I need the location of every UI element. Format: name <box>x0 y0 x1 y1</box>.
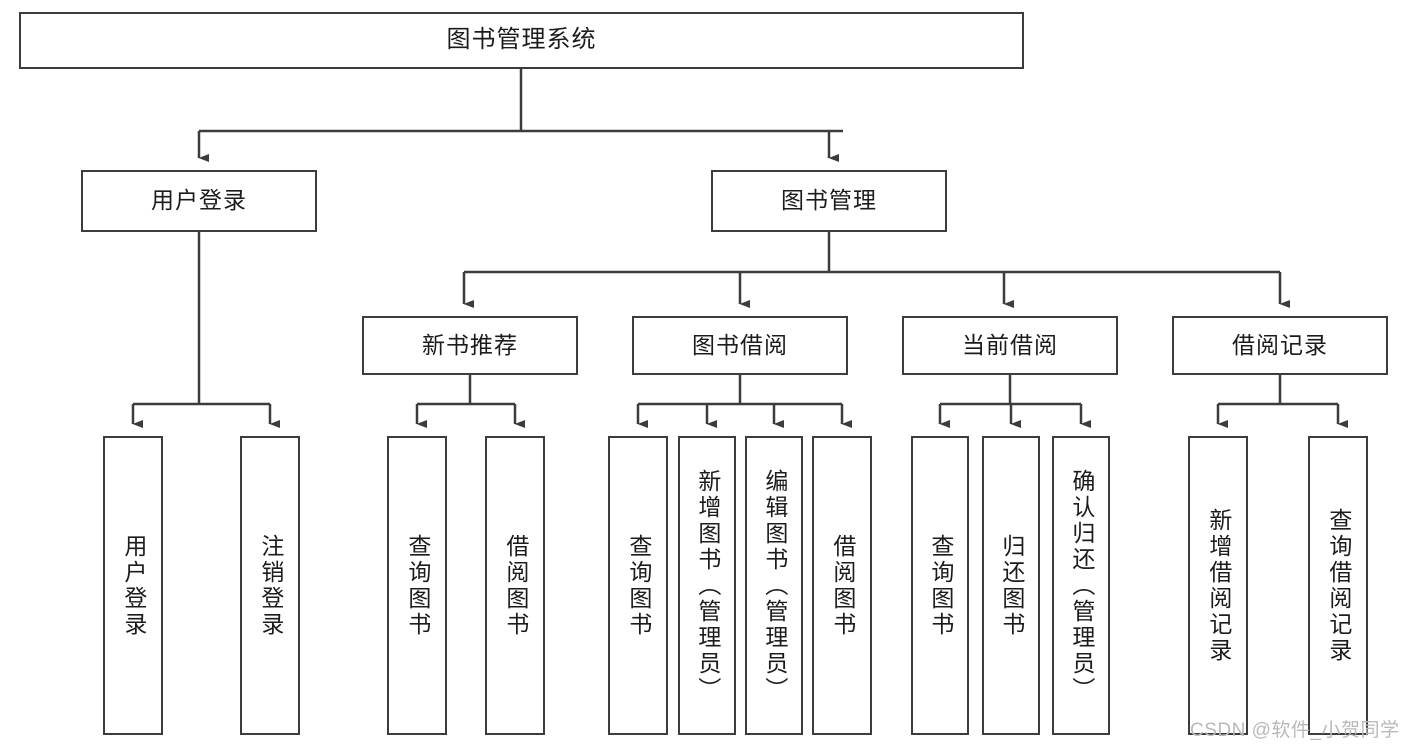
leaf-add-borrow-record[interactable]: 新增借阅记录 <box>1188 436 1248 735</box>
node-label: 查询图书 <box>927 533 954 638</box>
node-label: 借阅图书 <box>502 533 529 638</box>
leaf-user-login[interactable]: 用户登录 <box>103 436 163 735</box>
node-root-system[interactable]: 图书管理系统 <box>19 12 1024 69</box>
node-label: 注销登录 <box>257 533 284 638</box>
leaf-logout[interactable]: 注销登录 <box>240 436 300 735</box>
leaf-edit-book-admin[interactable]: 编辑图书（管理员） <box>745 436 803 735</box>
node-label: 借阅图书 <box>829 533 856 638</box>
node-label: 新增借阅记录 <box>1205 507 1232 664</box>
leaf-confirm-return-admin[interactable]: 确认归还（管理员） <box>1052 436 1110 735</box>
leaf-query-book-current[interactable]: 查询图书 <box>911 436 969 735</box>
leaf-borrow-book-new[interactable]: 借阅图书 <box>485 436 545 735</box>
node-label: 确认归还（管理员） <box>1068 468 1095 703</box>
leaf-query-borrow-record[interactable]: 查询借阅记录 <box>1308 436 1368 735</box>
node-label: 归还图书 <box>998 533 1025 638</box>
leaf-borrow-book[interactable]: 借阅图书 <box>812 436 872 735</box>
csdn-watermark: CSDN @软件_小贺同学 <box>1190 720 1400 741</box>
node-label: 查询借阅记录 <box>1325 507 1352 664</box>
node-book-management[interactable]: 图书管理 <box>711 170 947 232</box>
node-label: 用户登录 <box>120 533 147 638</box>
leaf-return-book[interactable]: 归还图书 <box>982 436 1040 735</box>
node-label: 图书管理系统 <box>446 26 597 54</box>
node-label: 新增图书（管理员） <box>694 468 721 703</box>
node-user-login[interactable]: 用户登录 <box>81 170 317 232</box>
node-label: 查询图书 <box>404 533 431 638</box>
node-borrow-record[interactable]: 借阅记录 <box>1172 316 1388 375</box>
node-current-borrow[interactable]: 当前借阅 <box>902 316 1118 375</box>
node-label: 编辑图书（管理员） <box>761 468 788 703</box>
leaf-query-book-borrow[interactable]: 查询图书 <box>608 436 668 735</box>
leaf-query-book-new[interactable]: 查询图书 <box>387 436 447 735</box>
node-label: 查询图书 <box>625 533 652 638</box>
node-label: 借阅记录 <box>1232 331 1328 358</box>
node-label: 用户登录 <box>151 187 247 214</box>
leaf-add-book-admin[interactable]: 新增图书（管理员） <box>678 436 736 735</box>
node-label: 新书推荐 <box>422 331 518 358</box>
node-label: 当前借阅 <box>962 331 1058 358</box>
node-new-book-recommend[interactable]: 新书推荐 <box>362 316 578 375</box>
node-label: 图书借阅 <box>692 331 788 358</box>
node-book-borrow[interactable]: 图书借阅 <box>632 316 848 375</box>
node-label: 图书管理 <box>781 187 877 214</box>
